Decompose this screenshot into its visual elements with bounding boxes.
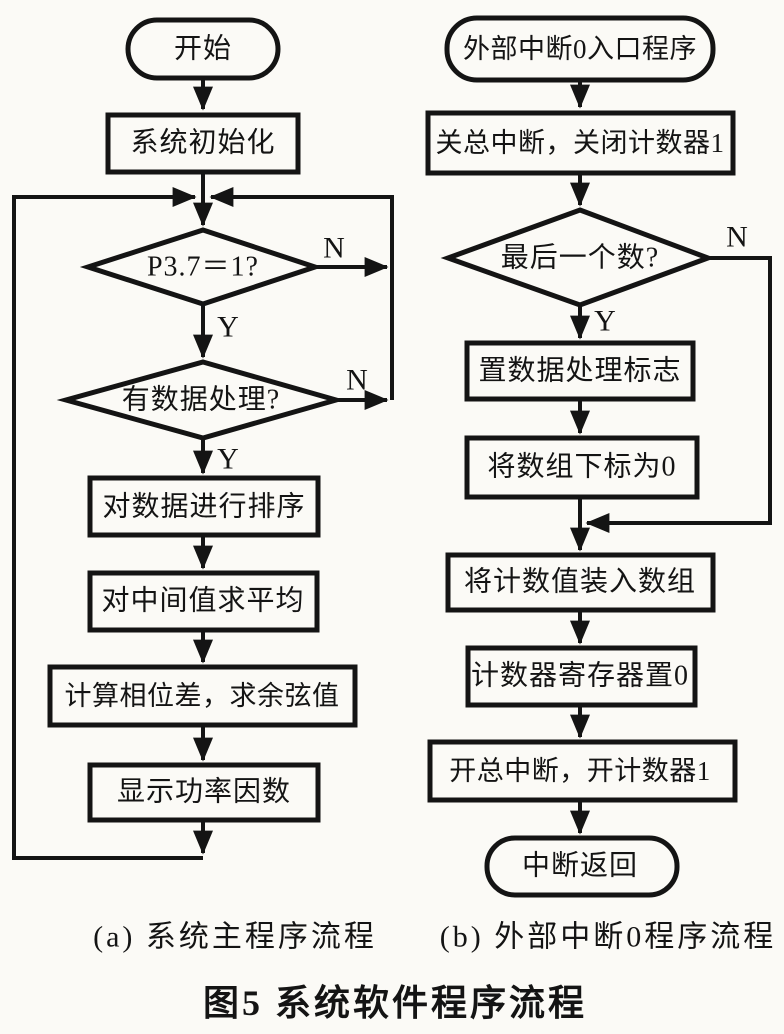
branch-a-decision2-no-label: N [346, 364, 368, 397]
branch-a-decision1-no-label: N [323, 232, 345, 265]
decision-a-dataproc-label: 有数据处理? [122, 384, 280, 416]
branch-a-decision1-yes-label: Y [217, 311, 239, 344]
chart-b-interrupt-program: 外部中断0入口程序 关总中断，关闭计数器1 最后一个数? N Y 置数据处理标志… [425, 15, 772, 898]
process-b-disable [425, 110, 736, 176]
decision-a-dataproc [56, 359, 346, 441]
process-a-display-label: 显示功率因数 [117, 776, 291, 808]
loop-b-no-branch [585, 256, 772, 533]
branch-b-no-label: N [726, 221, 748, 254]
caption-chart-b: (b) 外部中断0程序流程 [440, 921, 776, 954]
process-a-sort-label: 对数据进行排序 [102, 491, 305, 523]
process-a-init-label: 系统初始化 [130, 127, 275, 159]
process-a-phase-label: 计算相位差，求余弦值 [65, 681, 340, 711]
process-b-index0-label: 将数组下标为0 [487, 451, 676, 483]
terminator-b-entry [444, 15, 716, 83]
process-a-average [87, 570, 320, 633]
loop-a-left-return [12, 187, 203, 860]
decision-b-lastnumber-label: 最后一个数? [501, 242, 659, 274]
chart-a-main-program: 开始 系统初始化 P3.7＝1? N Y 有数据处理? N Y 对数据进行排序 … [12, 17, 394, 860]
process-b-flag [464, 340, 696, 402]
process-a-sort [87, 475, 321, 538]
decision-b-lastnumber [440, 207, 716, 308]
terminator-b-return [484, 835, 680, 898]
decision-a-p37-label: P3.7＝1? [147, 252, 259, 283]
process-a-display [87, 762, 321, 823]
process-b-flag-label: 置数据处理标志 [478, 355, 681, 387]
loop-a-right-return [209, 187, 394, 400]
process-b-index0 [464, 435, 700, 500]
process-b-disable-label: 关总中断，关闭计数器1 [436, 128, 725, 158]
process-b-reg0-label: 计数器寄存器置0 [471, 660, 689, 692]
figure-title: 图5 系统软件程序流程 [203, 983, 587, 1023]
terminator-a-start-label: 开始 [174, 33, 232, 65]
branch-b-yes-label: Y [594, 305, 616, 338]
terminator-b-entry-label: 外部中断0入口程序 [463, 34, 697, 64]
decision-a-p37 [79, 227, 323, 307]
terminator-b-return-label: 中断返回 [522, 850, 638, 882]
terminator-a-start [125, 17, 281, 81]
process-b-load-label: 将计数值装入数组 [464, 566, 696, 598]
process-b-reg0 [465, 645, 698, 708]
process-b-enable-label: 开总中断，开计数器1 [449, 756, 711, 786]
caption-chart-a: (a) 系统主程序流程 [93, 921, 377, 954]
process-a-init [105, 112, 301, 175]
process-b-enable [427, 739, 738, 803]
process-b-load [445, 552, 716, 613]
process-a-phase [47, 664, 358, 728]
branch-a-decision2-yes-label: Y [217, 443, 239, 476]
process-a-average-label: 对中间值求平均 [101, 585, 304, 617]
